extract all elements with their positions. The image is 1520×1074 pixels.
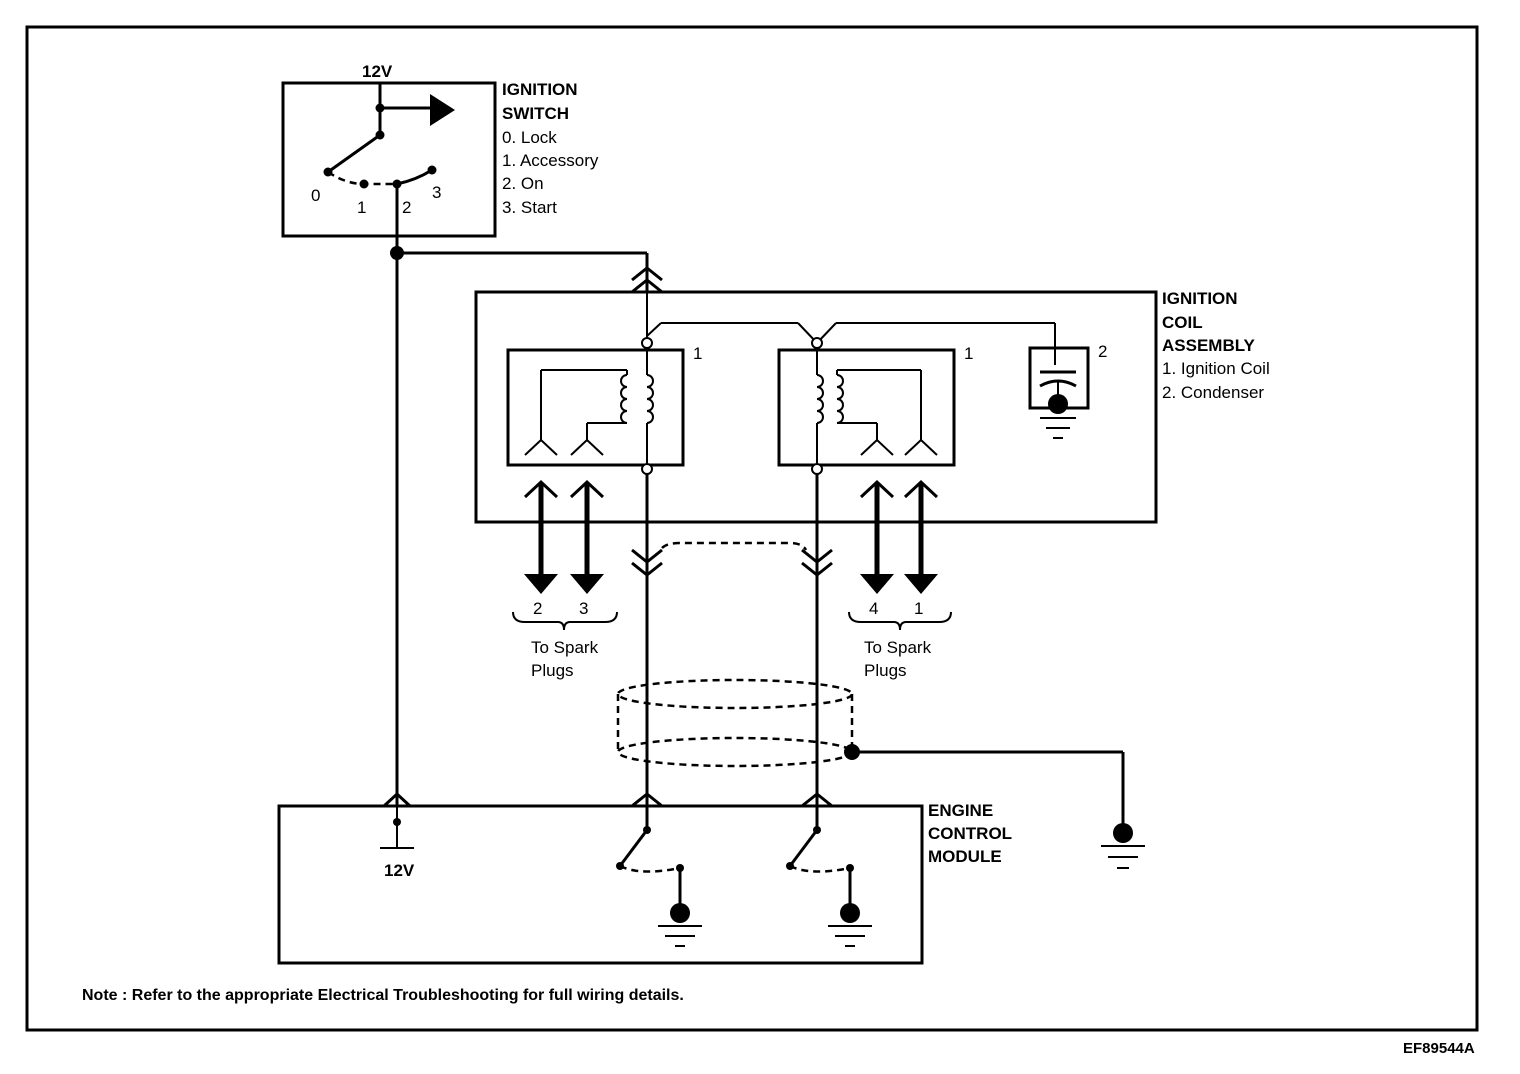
svg-text:IGNITION: IGNITION — [502, 80, 578, 99]
ecm-box — [277, 804, 924, 965]
switch-supply-label: 12V — [362, 62, 393, 81]
outer-frame — [25, 25, 1479, 1032]
svg-text:Plugs: Plugs — [864, 661, 907, 680]
connector-icon — [631, 548, 663, 577]
svg-text:1: 1 — [914, 599, 923, 618]
engine-control-module: ENGINE CONTROL MODULE 12V — [277, 801, 1012, 965]
connector-icon — [801, 792, 833, 808]
position-start: 3. Start — [502, 198, 557, 217]
svg-text:SWITCH: SWITCH — [502, 104, 569, 123]
svg-text:MODULE: MODULE — [928, 847, 1002, 866]
svg-text:4: 4 — [869, 599, 878, 618]
svg-text:2: 2 — [1098, 342, 1107, 361]
secondary-winding-icon — [620, 374, 628, 424]
switch-output-arrow-icon — [430, 94, 455, 126]
output-arrow-icon — [570, 574, 604, 594]
connector-icon — [801, 548, 833, 577]
svg-text:Plugs: Plugs — [531, 661, 574, 680]
ignition-coil-left: 1 — [506, 337, 702, 475]
output-arrow-icon — [904, 574, 938, 594]
legend-ignition-coil: 1. Ignition Coil — [1162, 359, 1270, 378]
supply-wiring — [382, 184, 663, 808]
ground-icon — [1048, 394, 1068, 414]
connector-coil-supply-icon — [631, 266, 663, 294]
ground-icon — [1101, 823, 1145, 869]
ground-icon — [840, 903, 860, 923]
svg-text:CONTROL: CONTROL — [928, 824, 1012, 843]
position-accessory: 1. Accessory — [502, 151, 599, 170]
legend-condenser: 2. Condenser — [1162, 383, 1264, 402]
figure-id: EF89544A — [1403, 1040, 1475, 1057]
ignition-switch: 12V 0 1 2 3 IGNITION SWITCH 0. Lock 1. A… — [281, 62, 599, 238]
svg-text:To Spark: To Spark — [531, 638, 599, 657]
svg-text:2: 2 — [533, 599, 542, 618]
position-lock: 0. Lock — [502, 128, 557, 147]
svg-text:1: 1 — [357, 198, 366, 217]
svg-text:COIL: COIL — [1162, 313, 1203, 332]
condenser: 2 — [1028, 342, 1107, 439]
primary-winding-icon — [816, 374, 824, 424]
svg-text:3: 3 — [432, 183, 441, 202]
secondary-winding-icon — [836, 374, 844, 424]
spark-plug-outputs: 2 4 3 To Spark Plugs 4 1 To Spark Plugs — [512, 479, 952, 680]
switch-contact-arm — [327, 133, 381, 174]
ground-icon — [670, 903, 690, 923]
svg-text:ENGINE: ENGINE — [928, 801, 993, 820]
svg-text:2: 2 — [402, 198, 411, 217]
svg-text:ASSEMBLY: ASSEMBLY — [1162, 336, 1256, 355]
ignition-switch-box — [281, 81, 497, 238]
position-on: 2. On — [502, 174, 544, 193]
coil-ecm-wiring — [616, 474, 1145, 869]
svg-text:IGNITION: IGNITION — [1162, 289, 1238, 308]
ecm-driver-switch-2 — [786, 806, 872, 947]
ignition-coil-right: 1 — [777, 337, 973, 475]
svg-text:1: 1 — [964, 344, 973, 363]
output-arrow-icon — [860, 574, 894, 594]
connector-icon — [631, 792, 663, 808]
ecm-supply-label: 12V — [384, 861, 415, 880]
ecm-driver-switch-1 — [616, 806, 702, 947]
primary-winding-icon — [646, 374, 654, 424]
svg-text:1: 1 — [693, 344, 702, 363]
brace-icon — [512, 611, 618, 631]
svg-text:3: 3 — [579, 599, 588, 618]
note-text: Note : Refer to the appropriate Electric… — [82, 987, 684, 1004]
svg-text:0: 0 — [311, 186, 320, 205]
svg-text:To Spark: To Spark — [864, 638, 932, 657]
brace-icon — [848, 611, 952, 631]
connector-ecm-supply-icon — [382, 791, 412, 808]
output-arrow-icon — [524, 574, 558, 594]
